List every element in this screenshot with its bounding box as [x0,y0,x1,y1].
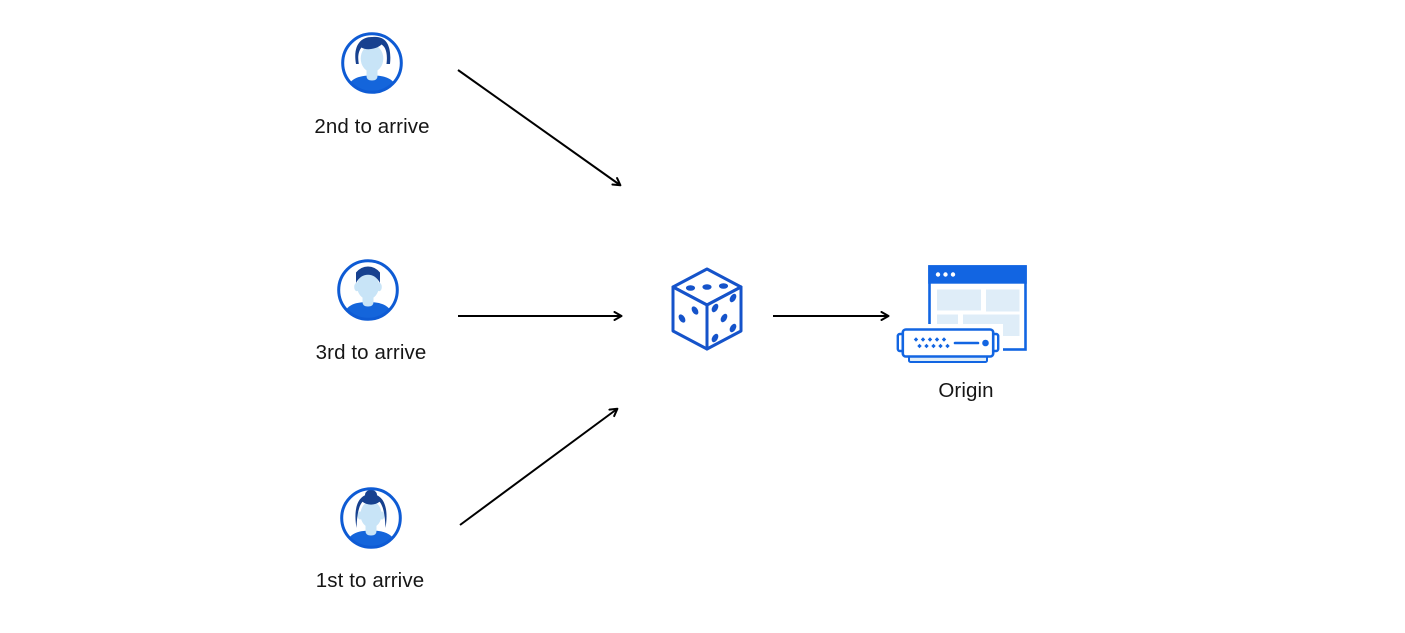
avatar-3rd-to-arrive-icon [337,259,399,321]
arrow-user-top-to-dice [457,69,622,187]
origin-server-icon [895,265,1027,365]
user-label-2nd-to-arrive: 2nd to arrive [314,115,430,138]
user-label-1st-to-arrive: 1st to arrive [315,569,425,592]
arrow-user-bottom-to-dice [459,407,619,526]
avatar-2nd-to-arrive-icon [341,32,403,94]
user-node-1st-to-arrive: 1st to arrive [316,486,424,592]
user-node-2nd-to-arrive: 2nd to arrive [314,31,430,138]
user-label-3rd-to-arrive: 3rd to arrive [315,341,427,364]
user-node-3rd-to-arrive: 3rd to arrive [316,258,426,364]
dice-node [668,266,746,357]
dice-icon [671,267,743,351]
origin-node: Origin [895,263,1027,402]
server-vents [913,337,950,349]
origin-label: Origin [938,379,994,402]
avatar-1st-to-arrive-icon [340,487,402,549]
